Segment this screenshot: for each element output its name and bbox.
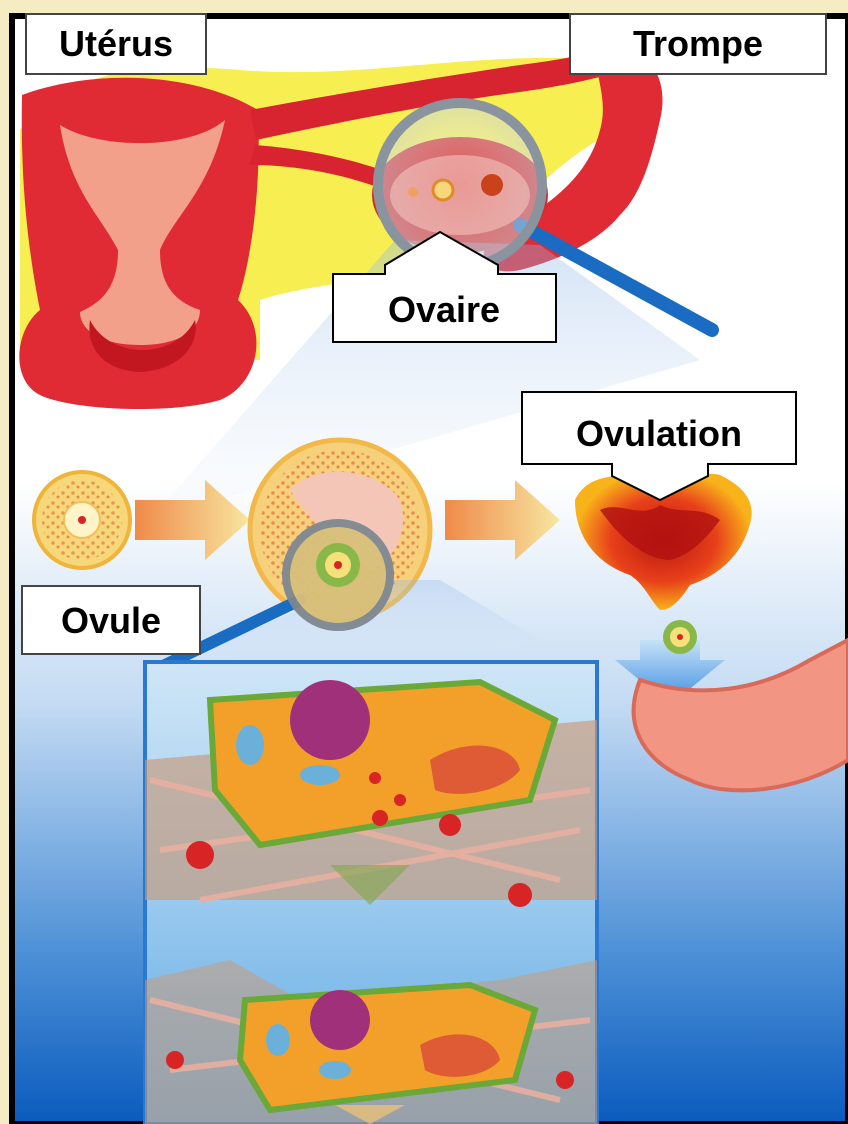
follicle-ruptured <box>481 174 503 196</box>
cell-nucleus-lower <box>310 990 370 1050</box>
mitochondrion-upper-2 <box>300 765 340 785</box>
label-tube-text: Trompe <box>633 23 763 64</box>
label-ovum: Ovule <box>22 586 200 654</box>
released-ovum <box>663 620 697 654</box>
mitochondrion-upper <box>236 725 264 765</box>
label-uterus-text: Utérus <box>59 23 173 64</box>
cell-nucleus-upper <box>290 680 370 760</box>
label-uterus: Utérus <box>26 14 206 74</box>
follicle-tiny <box>408 187 418 197</box>
primary-follicle <box>34 472 130 568</box>
label-tube: Trompe <box>570 14 826 74</box>
label-ovulation-text: Ovulation <box>576 413 742 454</box>
follicle-small <box>433 180 453 200</box>
label-ovary-text: Ovaire <box>388 289 500 330</box>
cell-detail-panel <box>145 662 597 1124</box>
label-ovum-text: Ovule <box>61 600 161 641</box>
ovum-nucleus <box>334 561 342 569</box>
